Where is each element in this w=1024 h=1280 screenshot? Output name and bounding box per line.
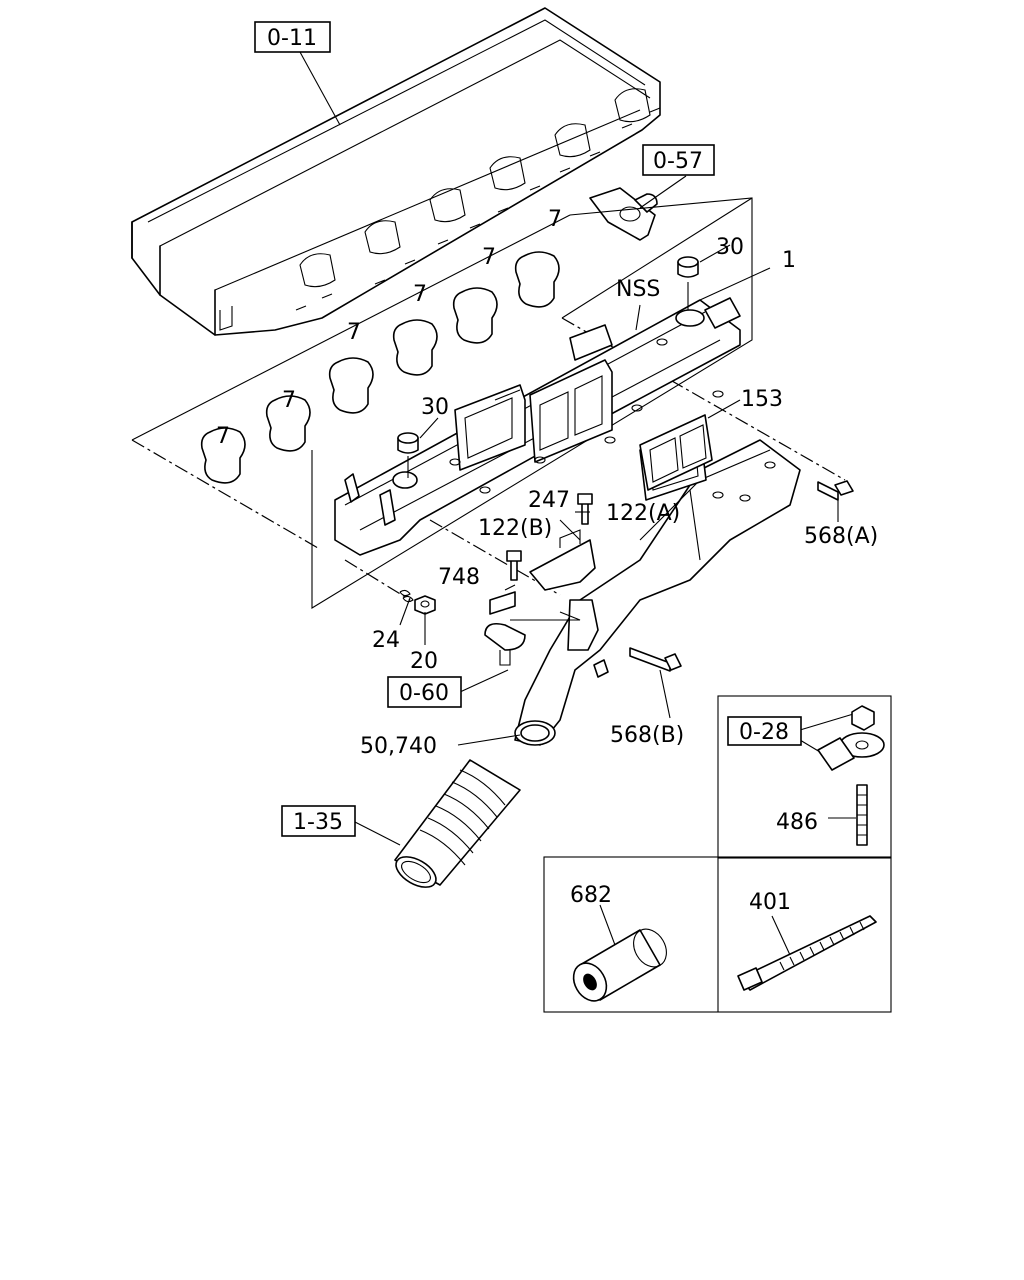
cap-30-label-top: 30 [716, 235, 744, 260]
cylinder-head [131, 7, 661, 336]
gasket-7-label-5: 7 [282, 388, 296, 413]
part-50-740-label: 50,740 [360, 734, 437, 759]
leader-lines [299, 51, 861, 956]
intake-manifold [334, 297, 741, 556]
ref-box-0-57[interactable]: 0-57 [642, 144, 715, 176]
gasket-7-label-6: 7 [216, 424, 230, 449]
sleeve-682-label: 682 [570, 883, 612, 908]
cable-tie-401 [737, 915, 877, 991]
ref-0-57-label: 0-57 [653, 149, 703, 174]
part-1-label: 1 [782, 248, 796, 273]
spring-24-label: 24 [372, 628, 400, 653]
cap-30-label-bottom: 30 [421, 395, 449, 420]
cable-tie-401-label: 401 [749, 890, 791, 915]
gasket-7-label-1: 7 [548, 207, 562, 232]
bolts [506, 480, 854, 672]
ref-box-0-11[interactable]: 0-11 [254, 21, 331, 53]
sleeve-682 [572, 928, 667, 1002]
gasket-7-label-3: 7 [413, 282, 427, 307]
inset-panels [543, 695, 892, 1013]
egr-cover-plate [589, 187, 658, 241]
gasket-153-label: 153 [741, 387, 783, 412]
bolt-568a-label: 568(A) [804, 524, 878, 549]
hose [394, 759, 521, 888]
bracket-247-label: 247 [528, 488, 570, 513]
callout-labels: 0-11 0-57 0-60 0-28 1-35 1 7 7 7 7 7 7 3… [216, 21, 878, 915]
bolt-568b-label: 568(B) [610, 723, 684, 748]
gasket-153 [639, 414, 713, 491]
ref-0-60-label: 0-60 [399, 681, 449, 706]
bolt-122a-label: 122(A) [606, 501, 680, 526]
nut-20-label: 20 [410, 649, 438, 674]
clamp-and-stud [817, 705, 885, 846]
bolt-122b-label: 122(B) [478, 516, 552, 541]
bracket-748 [484, 591, 526, 666]
stud-486-label: 486 [776, 810, 818, 835]
bracket-748-label: 748 [438, 565, 480, 590]
nss-label: NSS [616, 277, 660, 302]
gasket-7-label-4: 7 [347, 320, 361, 345]
gasket-7-label-2: 7 [482, 245, 496, 270]
ref-1-35-label: 1-35 [293, 810, 343, 835]
ref-box-0-28[interactable]: 0-28 [727, 716, 802, 746]
ref-box-1-35[interactable]: 1-35 [281, 805, 356, 837]
manifold-gaskets [200, 251, 560, 484]
ref-0-11-label: 0-11 [267, 26, 317, 51]
ref-box-0-60[interactable]: 0-60 [387, 676, 462, 708]
spring-and-nut [399, 589, 436, 615]
ref-0-28-label: 0-28 [739, 720, 789, 745]
bracket-247 [529, 529, 596, 591]
seal-cap [397, 256, 699, 478]
